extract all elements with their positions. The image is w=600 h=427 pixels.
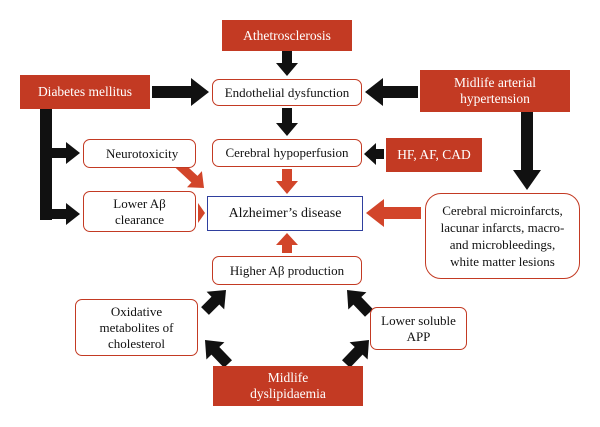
production-to-alzheimers-arrow bbox=[276, 233, 298, 253]
diabetes-to-clearance-arrow bbox=[40, 203, 80, 225]
cerebral-microinfarcts-node: Cerebral microinfarcts, lacunar infarcts… bbox=[425, 193, 580, 279]
neurotoxicity-node: Neurotoxicity bbox=[83, 139, 196, 168]
diabetes-node: Diabetes mellitus bbox=[20, 75, 150, 109]
lower-abeta-clearance-node: Lower Aβ clearance bbox=[83, 191, 196, 232]
lower-soluble-app-node: Lower soluble APP bbox=[370, 307, 467, 350]
endothelial-to-hypoperfusion-arrow bbox=[276, 108, 298, 136]
diabetes-to-endothelial-arrow bbox=[152, 78, 209, 106]
clearance-to-alzheimers-arrow bbox=[198, 203, 205, 223]
endothelial-dysfunction-node: Endothelial dysfunction bbox=[212, 79, 362, 106]
dyslipidaemia-to-oxidative-arrow bbox=[205, 340, 232, 368]
dyslipidaemia-to-lower-app-arrow bbox=[342, 340, 369, 368]
lower-app-to-higher-production-arrow bbox=[347, 290, 373, 317]
hypertension-node: Midlife arterial hypertension bbox=[420, 70, 570, 112]
hf-af-cad-node: HF, AF, CAD bbox=[386, 138, 482, 172]
atherosclerosis-node: Athetrosclerosis bbox=[222, 20, 352, 51]
hypertension-to-microinfarcts-arrow bbox=[513, 112, 541, 190]
hypertension-to-endothelial-arrow bbox=[365, 78, 418, 106]
higher-abeta-production-node: Higher Aβ production bbox=[212, 256, 362, 285]
cardiac-to-hypoperfusion-arrow bbox=[364, 143, 384, 165]
hypoperfusion-to-alzheimers-arrow bbox=[276, 169, 298, 194]
midlife-dyslipidaemia-node: Midlife dyslipidaemia bbox=[213, 366, 363, 406]
atherosclerosis-to-endothelial-arrow bbox=[276, 51, 298, 76]
alzheimers-disease-node: Alzheimer’s disease bbox=[207, 196, 363, 231]
diabetes-down-connector bbox=[40, 109, 52, 220]
diabetes-to-neurotoxicity-arrow bbox=[40, 142, 80, 164]
oxidative-to-higher-production-arrow bbox=[201, 290, 226, 315]
oxidative-metabolites-node: Oxidative metabolites of cholesterol bbox=[75, 299, 198, 356]
microinfarcts-to-alzheimers-arrow bbox=[366, 199, 421, 227]
cerebral-hypoperfusion-node: Cerebral hypoperfusion bbox=[212, 139, 362, 167]
